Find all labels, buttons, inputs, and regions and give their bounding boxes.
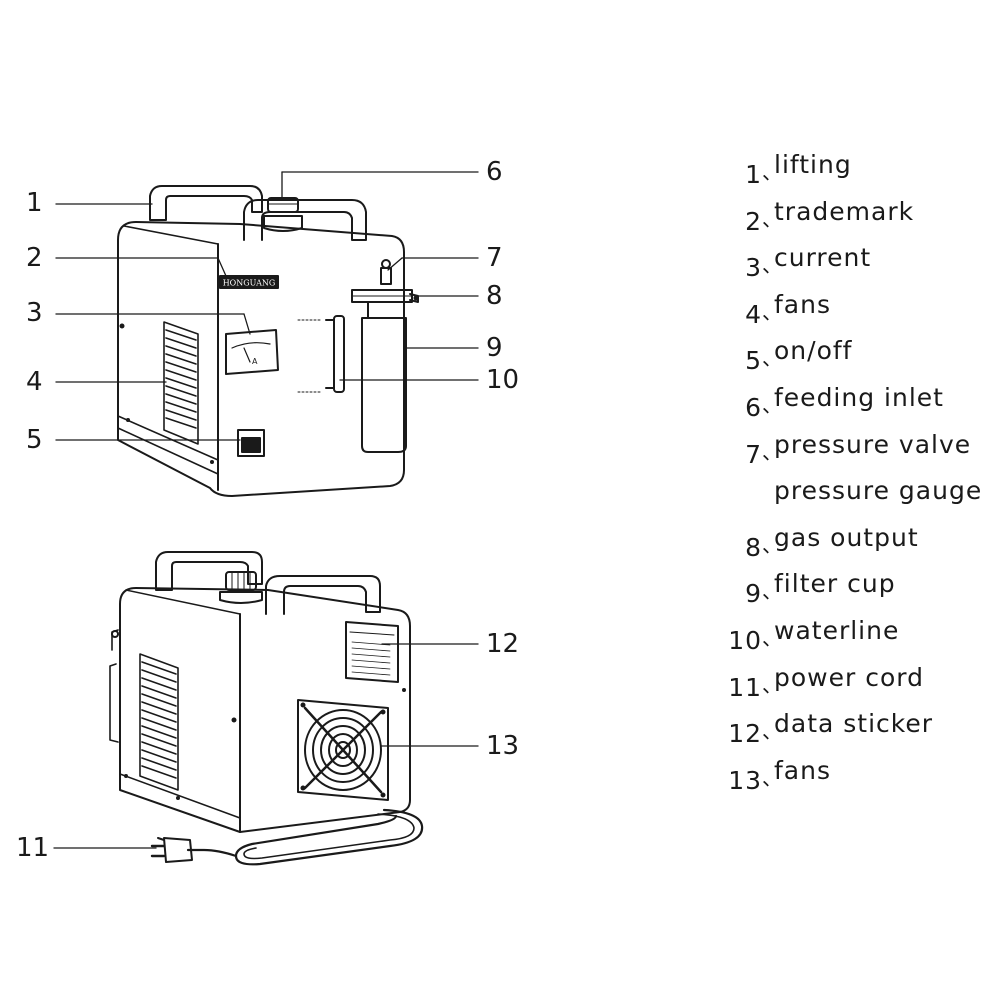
legend-separator: 、 (762, 765, 783, 790)
legend-number: 4 (745, 299, 762, 329)
legend-number: 1 (745, 160, 762, 189)
legend-label: pressure valve (774, 429, 972, 459)
leader-lines (53, 171, 479, 849)
pressure-valve (380, 259, 392, 285)
legend-item: 2、trademark (712, 195, 1000, 242)
legend-item: pressure gauge (712, 474, 1000, 521)
legend-item: 11、power cord (712, 661, 1000, 708)
legend-label: on/off (774, 336, 853, 366)
legend-item: 12、data sticker (712, 707, 1000, 754)
callout-3: 3 (26, 298, 43, 328)
legend-label: lifting (774, 150, 852, 179)
legend-label: data sticker (774, 709, 934, 739)
legend-label: trademark (774, 196, 915, 226)
filter-cup (351, 289, 413, 453)
legend-label: power cord (774, 662, 924, 692)
legend-label: fans (774, 289, 831, 319)
legend-item: 10、waterline (712, 614, 1000, 661)
callout-6: 6 (486, 157, 503, 187)
legend-number: 6 (745, 392, 762, 422)
legend-number: 13 (728, 765, 762, 795)
legend-number: 11 (728, 672, 762, 702)
legend-item: 5、on/off (712, 334, 1000, 381)
legend-item: 1、lifting (712, 148, 1000, 195)
front-view-machine: HONGUANG A (117, 185, 419, 497)
legend-number: 5 (745, 346, 762, 376)
callout-13: 13 (486, 731, 520, 761)
rear-feeding-inlet (219, 571, 263, 604)
current-meter: A (225, 329, 279, 375)
feeding-inlet (263, 197, 303, 232)
legend-separator: 、 (762, 206, 783, 231)
power-cord (150, 808, 424, 866)
callout-8: 8 (486, 281, 503, 311)
waterline-gauge (297, 315, 345, 393)
legend-separator: 、 (762, 392, 783, 417)
fans-vent (163, 321, 199, 445)
front-rear-handle (149, 185, 263, 221)
rear-front-handle (265, 575, 381, 615)
legend-separator: 、 (762, 625, 783, 650)
legend-item: 13、fans (712, 754, 1000, 801)
trademark-plate (219, 275, 279, 289)
legend-separator: 、 (762, 579, 783, 604)
legend-item: 7、pressure valve (712, 428, 1000, 475)
rear-view-machine (109, 551, 424, 866)
legend-item: 4、fans (712, 288, 1000, 335)
legend-label: fans (774, 755, 831, 785)
legend-separator: 、 (762, 532, 783, 557)
legend-number: 9 (745, 579, 762, 609)
power-switch (237, 429, 265, 457)
legend-number: 7 (745, 439, 762, 469)
callout-10: 10 (486, 365, 520, 395)
trademark-text: HONGUANG (223, 279, 276, 288)
legend-separator: 、 (762, 672, 783, 697)
legend-number: 2 (745, 206, 762, 236)
legend-label: feeding inlet (774, 382, 944, 412)
legend-item: 8、gas output (712, 521, 1000, 568)
legend-number: 12 (728, 719, 762, 749)
legend-label: waterline (774, 615, 900, 645)
svg-text:A: A (252, 357, 258, 366)
legend-number: 8 (745, 532, 762, 562)
legend-number: 3 (745, 253, 762, 283)
data-sticker (345, 621, 399, 683)
legend-label: filter cup (774, 569, 896, 599)
callout-12: 12 (486, 629, 520, 659)
legend-label: current (774, 243, 872, 273)
legend-label: pressure gauge (774, 476, 983, 506)
front-front-handle (243, 199, 367, 241)
legend-number: 10 (728, 625, 762, 655)
gas-output (409, 293, 419, 303)
rear-side-vent (139, 653, 179, 791)
callout-11: 11 (16, 833, 50, 863)
legend-separator: 、 (762, 160, 783, 184)
legend-separator: 、 (762, 253, 783, 278)
rear-fan (297, 699, 389, 801)
legend-separator: 、 (762, 719, 783, 744)
legend-separator: 、 (762, 439, 783, 464)
callout-7: 7 (486, 243, 503, 273)
legend-item: 3、current (712, 241, 1000, 288)
power-plug (163, 837, 193, 863)
callout-9: 9 (486, 333, 503, 363)
callout-2: 2 (26, 243, 43, 273)
legend-item: 6、feeding inlet (712, 381, 1000, 428)
legend-label: gas output (774, 522, 919, 552)
callout-5: 5 (26, 425, 43, 455)
callout-1: 1 (26, 188, 43, 218)
callout-4: 4 (26, 367, 43, 397)
legend-separator: 、 (762, 299, 783, 324)
front-body (117, 221, 405, 497)
legend-separator: 、 (762, 346, 783, 371)
legend-list: 1、lifting 2、trademark 3、current 4、fans 5… (712, 148, 1000, 800)
legend-item: 9、filter cup (712, 567, 1000, 614)
rear-back-handle (155, 551, 263, 591)
